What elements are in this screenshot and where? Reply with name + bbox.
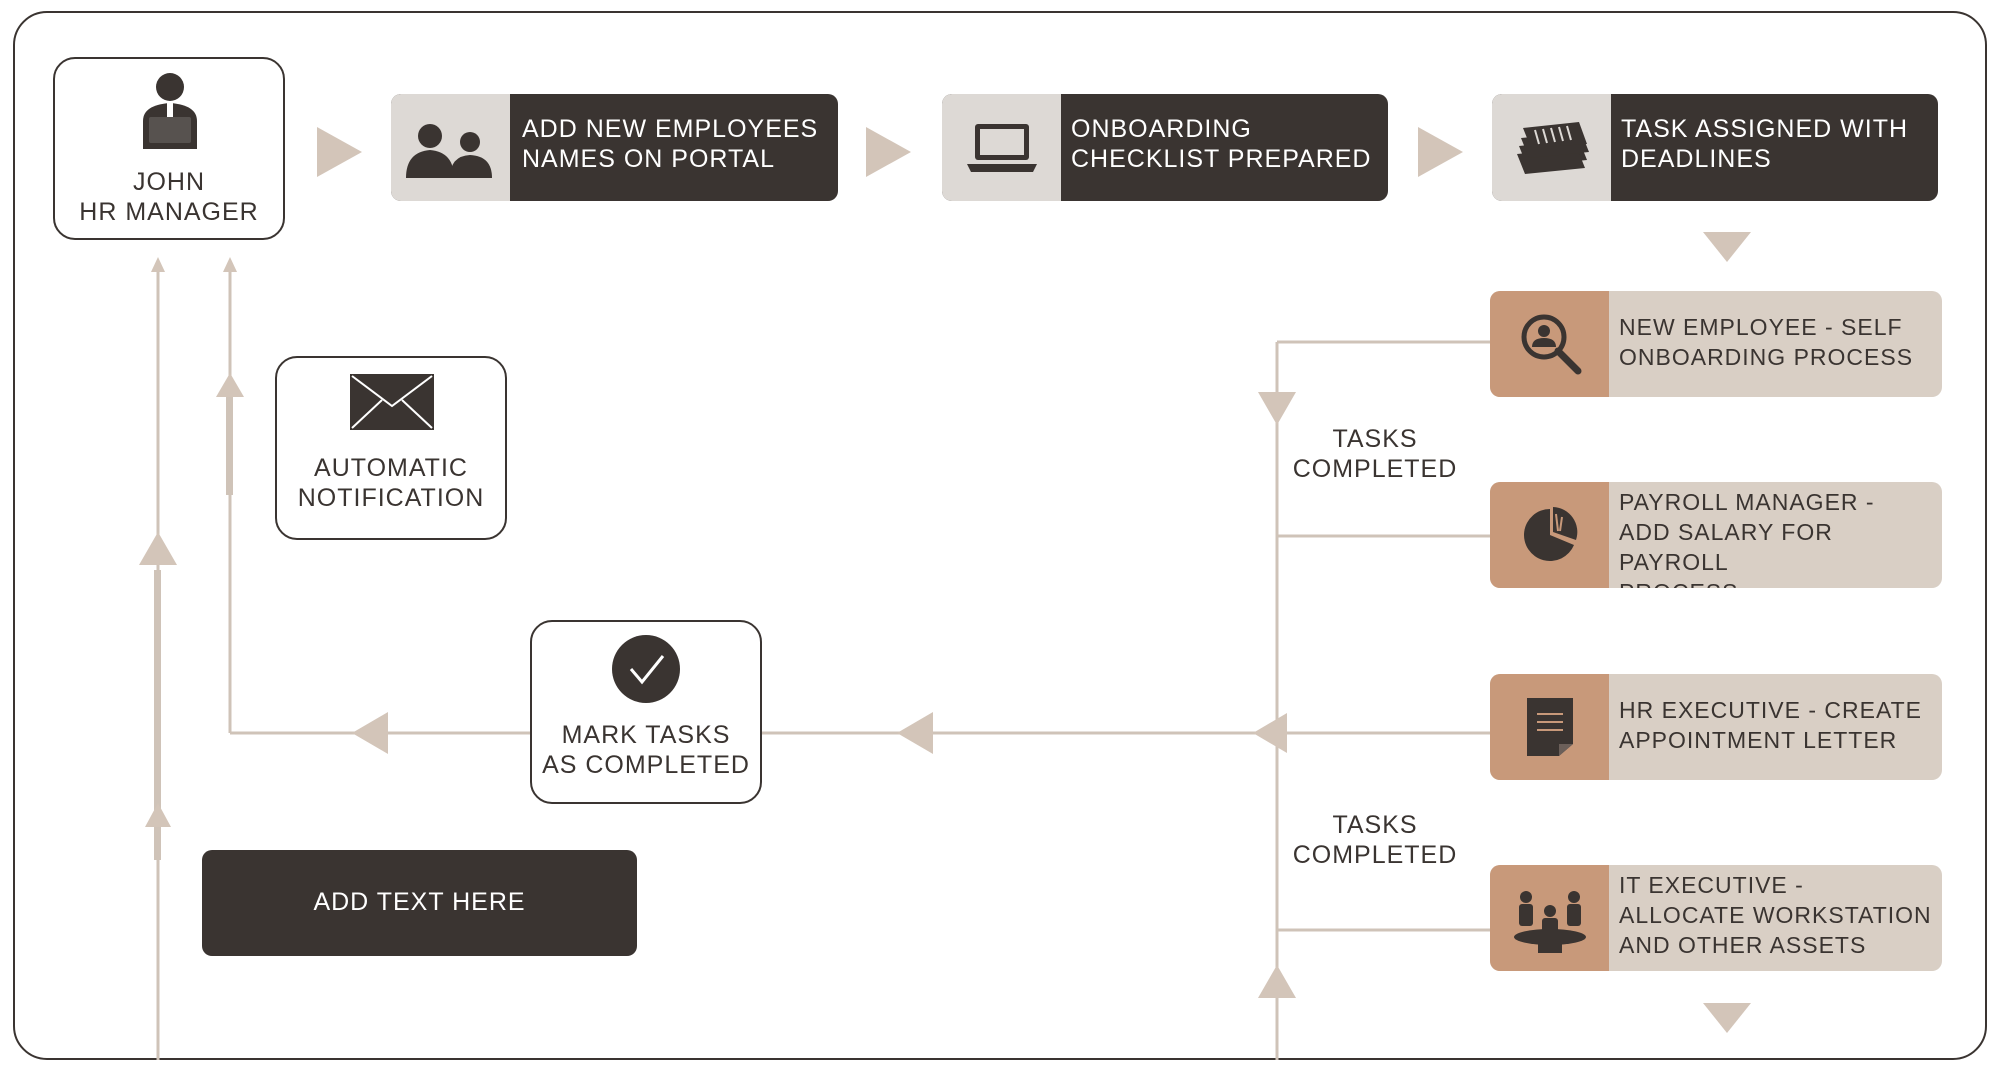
arrow-up-1 [151,257,165,272]
manager-accent-bar [154,570,161,860]
arrow-up-2 [223,257,237,272]
manager-card: JOHN HR MANAGER [53,57,285,240]
task-icon-box [1490,674,1609,780]
arrow-right-3 [1418,127,1463,177]
search-person-icon [1521,314,1582,375]
task-self-onboarding-text: NEW EMPLOYEE - SELF ONBOARDING PROCESS [1619,314,1914,370]
arrow-left-collector [1253,713,1287,753]
arrow-up-3 [216,373,244,397]
arrow-left-2 [352,712,388,754]
step-task-assigned-text: TASK ASSIGNED WITH DEADLINES [1621,115,1909,173]
step-onboarding-checklist-text: ONBOARDING CHECKLIST PREPARED [1071,115,1372,173]
task-self-onboarding: NEW EMPLOYEE - SELF ONBOARDING PROCESS [1490,291,1942,397]
notification-text: AUTOMATIC NOTIFICATION [297,454,485,512]
task-workstation: IT EXECUTIVE - ALLOCATE WORKSTATION AND … [1490,865,1942,971]
mark-tasks-text: MARK TASKS AS COMPLETED [542,721,750,779]
notification-card: AUTOMATIC NOTIFICATION [275,356,507,540]
step-icon-box [942,94,1061,201]
arrow-right-1 [317,127,362,177]
add-text-box[interactable]: ADD TEXT HERE [202,850,637,956]
task-icon-box [1490,865,1609,971]
meeting-icon [1514,891,1586,953]
tasks-completed-label-2: TASKS COMPLETED [1292,811,1458,869]
manager-role: HR MANAGER [79,198,259,226]
tasks-completed-label-1: TASKS COMPLETED [1292,425,1458,483]
mark-tasks-card: MARK TASKS AS COMPLETED [530,620,762,804]
manager-icon [143,73,197,149]
arrow-up-collector [1258,965,1296,998]
arrow-down-2 [1703,1003,1751,1033]
envelope-icon [350,374,434,430]
document-icon [1527,698,1573,756]
task-payroll-text: PAYROLL MANAGER - ADD SALARY FOR PAYROLL… [1619,489,1875,588]
step-icon-box [1492,94,1611,201]
arrow-left-1 [897,712,933,754]
documents-icon [1517,122,1589,174]
task-icon-box [1490,482,1609,588]
step-onboarding-checklist: ONBOARDING CHECKLIST PREPARED [942,94,1388,201]
arrow-up-4 [139,532,177,565]
task-workstation-text: IT EXECUTIVE - ALLOCATE WORKSTATION AND … [1619,872,1932,958]
manager-name: JOHN [132,168,206,196]
diagram-frame [13,11,1987,1060]
arrow-right-2 [866,127,911,177]
step-add-employees: ADD NEW EMPLOYEES NAMES ON PORTAL [391,94,838,201]
step-icon-box [391,94,510,201]
arrow-down-1 [1703,232,1751,262]
laptop-icon [967,124,1037,172]
task-icon-box [1490,291,1609,397]
notification-accent-bar [226,380,233,495]
task-appointment-letter: HR EXECUTIVE - CREATE APPOINTMENT LETTER [1490,674,1942,780]
arrow-up-5 [145,803,171,827]
arrow-down-collector [1258,392,1296,425]
task-appointment-letter-text: HR EXECUTIVE - CREATE APPOINTMENT LETTER [1619,697,1922,753]
employees-icon [406,124,492,178]
task-payroll: PAYROLL MANAGER - ADD SALARY FOR PAYROLL… [1490,482,1942,588]
step-add-employees-text: ADD NEW EMPLOYEES NAMES ON PORTAL [522,115,819,173]
step-task-assigned: TASK ASSIGNED WITH DEADLINES [1492,94,1938,201]
pie-chart-icon [1524,507,1578,561]
add-text-label: ADD TEXT HERE [313,888,526,916]
checkmark-icon [612,635,680,703]
